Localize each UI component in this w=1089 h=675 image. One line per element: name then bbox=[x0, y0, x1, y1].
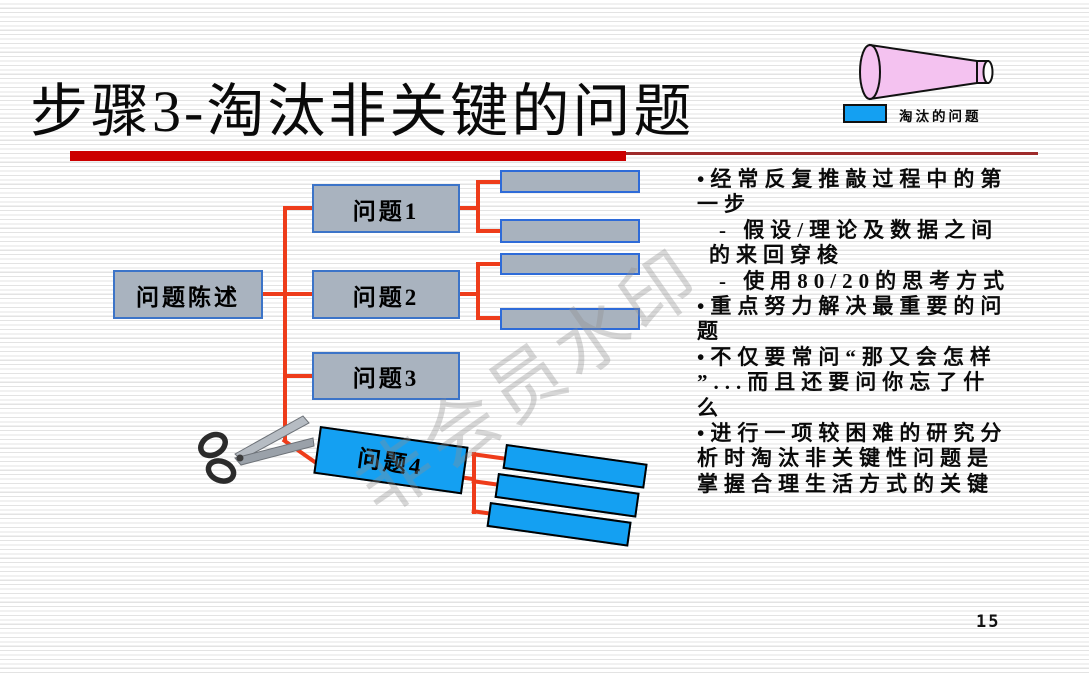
box-problem1-label: 问题1 bbox=[352, 198, 420, 224]
bullet-line: 析时淘汰非关键性问题是 bbox=[697, 446, 994, 471]
title-underline-bar bbox=[70, 151, 626, 161]
bullet-line: •重点努力解决最重要的问 bbox=[697, 294, 1008, 319]
connector-problem1-bracket bbox=[476, 180, 480, 233]
bullet-line: •进行一项较困难的研究分 bbox=[697, 421, 1008, 446]
bullet-line: 掌握合理生活方式的关键 bbox=[697, 471, 994, 496]
connector-branch-problem1 bbox=[283, 206, 314, 210]
connector-branch-problem3 bbox=[283, 374, 314, 378]
connector-problem1-sub2 bbox=[476, 229, 501, 233]
legend-label: 淘汰的问题 bbox=[899, 109, 982, 124]
box-problem2-label: 问题2 bbox=[352, 284, 420, 310]
scissors-icon bbox=[198, 415, 315, 484]
bullet-line: 题 bbox=[697, 319, 724, 344]
bullet-line: 的来回穿梭 bbox=[709, 243, 844, 268]
box-problem2: 问题2 bbox=[312, 270, 460, 319]
connector-problem1-out bbox=[458, 206, 480, 210]
bullet-line: - 使用80/20的思考方式 bbox=[719, 268, 1011, 293]
slide-title: 步骤3-淘汰非关键的问题 bbox=[30, 79, 695, 144]
box-problem3-label: 问题3 bbox=[352, 366, 420, 391]
connector-problem2-sub2 bbox=[476, 316, 501, 320]
problem2-subbox-2 bbox=[500, 308, 640, 330]
connector-branch-problem2 bbox=[283, 292, 314, 296]
bullet-line: •经常反复推敲过程中的第 bbox=[697, 167, 1008, 191]
problem2-subbox-1 bbox=[500, 253, 640, 275]
connector-problem2-sub1 bbox=[476, 262, 501, 266]
page-number: 15 bbox=[976, 612, 1001, 632]
connector-trunk bbox=[283, 206, 287, 441]
bullet-line: - 假设/理论及数据之间 bbox=[719, 217, 999, 242]
connector-problem2-bracket bbox=[476, 262, 480, 320]
bullet-line: ”...而且还要问你忘了什 bbox=[697, 370, 991, 395]
title-underline-rule bbox=[626, 152, 1038, 155]
connector-problem2-out bbox=[458, 292, 480, 296]
bullet-text: •经常反复推敲过程中的第一步- 假设/理论及数据之间的来回穿梭- 使用80/20… bbox=[697, 167, 1010, 497]
box-problem3: 问题3 bbox=[312, 352, 460, 400]
connector-problem1-sub1 bbox=[476, 180, 501, 184]
bullet-line: •不仅要常问“那又会怎样 bbox=[697, 344, 997, 369]
box-problem-statement-label: 问题陈述 bbox=[136, 284, 240, 310]
bullet-line: 一步 bbox=[697, 192, 751, 217]
bullet-line: 么 bbox=[697, 395, 724, 420]
box-problem4: 问题4 bbox=[313, 426, 469, 495]
box-problem-statement: 问题陈述 bbox=[113, 270, 263, 319]
connector-root-trunk bbox=[261, 292, 287, 296]
legend-swatch-eliminated bbox=[843, 104, 887, 123]
problem1-subbox-1 bbox=[500, 170, 640, 193]
problem1-subbox-2 bbox=[500, 219, 640, 243]
box-problem1: 问题1 bbox=[312, 184, 460, 233]
box-problem4-label: 问题4 bbox=[355, 445, 426, 480]
megaphone-icon bbox=[859, 43, 994, 101]
